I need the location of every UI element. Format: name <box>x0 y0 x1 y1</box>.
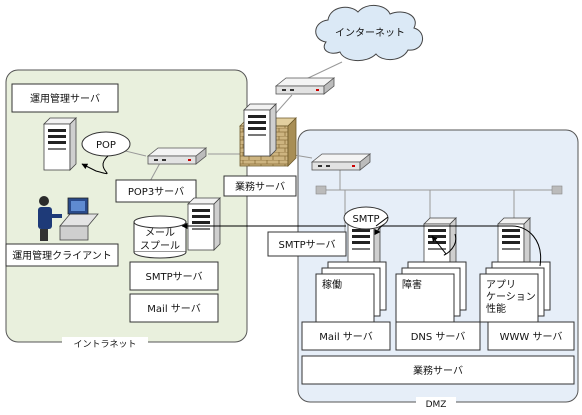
dns-server-box <box>395 321 481 351</box>
ops-client-label: 運用管理クライアント <box>12 249 112 262</box>
intranet-mail-server-box <box>129 293 219 323</box>
dmz-mail-server-box <box>301 321 391 351</box>
smtp-label: SMTP <box>352 214 379 225</box>
operation-doc-label: 稼働 <box>322 278 342 291</box>
dmz-business-server-label: 業務サーバ <box>413 364 463 377</box>
app-perf-doc-label-3: 性能 <box>486 302 506 315</box>
internet-router-icon <box>275 77 335 95</box>
ops-client-box <box>5 243 119 267</box>
operation-doc-stack <box>315 261 387 323</box>
fault-doc-stack <box>395 261 467 323</box>
ops-client-person-icon <box>38 196 99 241</box>
dmz-router-icon <box>311 153 371 171</box>
pop-label: POP <box>96 140 116 151</box>
ops-server-box <box>11 83 119 113</box>
intranet-smtp-server-label: SMTPサーバ <box>145 271 202 283</box>
intranet-mail-tower-icon <box>187 197 221 251</box>
mail-spool-label-1: メール <box>145 228 175 239</box>
pop3-server-box <box>115 179 197 203</box>
app-perf-doc-label-1: アプリ <box>486 279 516 291</box>
dmz-label: DMZ <box>426 400 447 410</box>
business-server-box <box>223 175 297 197</box>
www-server-label: WWW サーバ <box>500 331 563 343</box>
smtp-bubble <box>343 206 389 230</box>
ops-server-label: 運用管理サーバ <box>30 92 100 105</box>
dmz-mail-server-label: Mail サーバ <box>319 331 372 343</box>
app-perf-doc-label-2: ケーション <box>486 291 536 303</box>
pop3-server-label: POP3サーバ <box>128 186 184 198</box>
flow-arrows <box>81 155 542 267</box>
internet-cloud <box>315 5 423 61</box>
intranet-label: イントラネット <box>73 339 136 350</box>
ops-server-tower-icon <box>43 117 77 171</box>
mail-spool-icon <box>133 215 187 259</box>
dmz-smtp-server-label: SMTPサーバ <box>278 239 335 251</box>
business-server-label: 業務サーバ <box>235 180 285 193</box>
fault-doc-label: 障害 <box>402 278 422 291</box>
intranet-smtp-server-box <box>129 261 219 291</box>
intranet-router-icon <box>147 147 207 165</box>
dns-server-label: DNS サーバ <box>411 331 466 343</box>
internet-label: インターネット <box>335 27 405 39</box>
pop-bubble <box>81 131 131 157</box>
business-server-tower-icon <box>243 103 277 157</box>
intranet-mail-server-label: Mail サーバ <box>147 303 200 315</box>
www-server-box <box>487 321 575 351</box>
dmz-business-server-box <box>301 355 575 385</box>
mail-spool-label-2: スプール <box>140 240 180 252</box>
app-perf-doc-stack <box>479 261 551 323</box>
dmz-smtp-server-box <box>267 231 347 257</box>
